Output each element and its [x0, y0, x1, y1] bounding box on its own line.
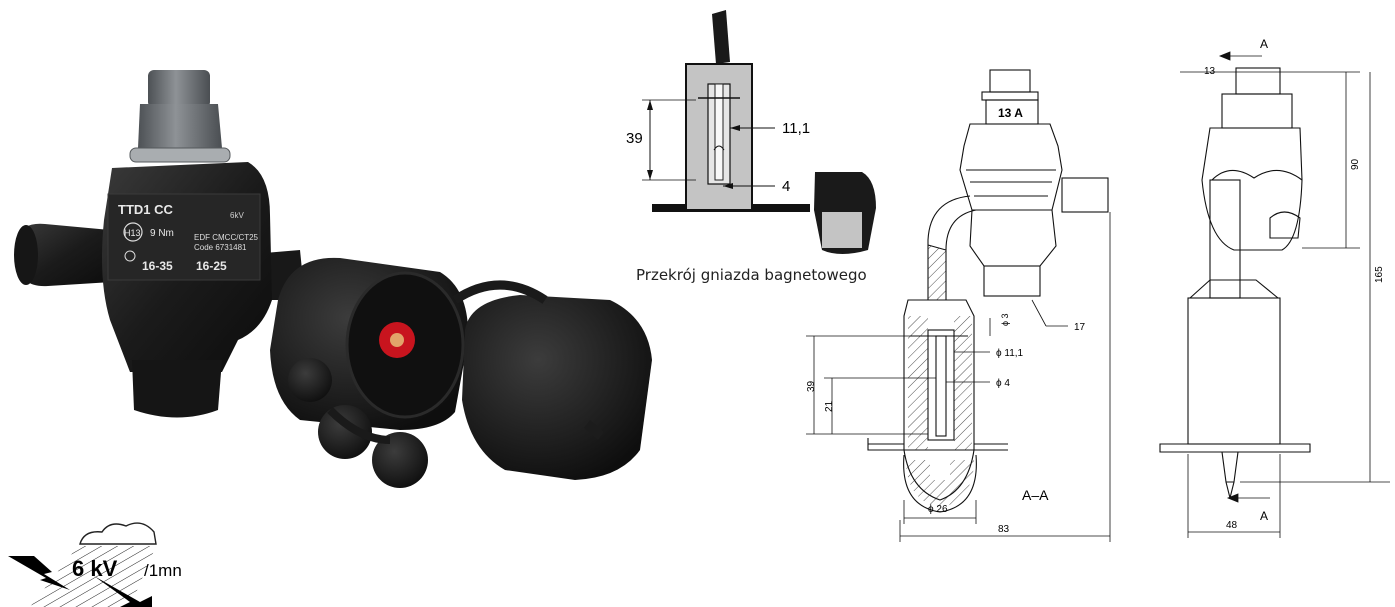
dim-4-label: ϕ 4: [996, 378, 1010, 389]
jaw-lines: [966, 169, 1056, 197]
dim-39-arrow-bot: [647, 170, 653, 180]
socket-hatch-left: [908, 316, 928, 450]
dim-21-label: 21: [824, 400, 835, 412]
lightning-bolt-icon: [8, 556, 70, 590]
dim-48-label: 48: [1226, 520, 1238, 531]
cable-bend-hatch: [927, 244, 947, 301]
section-cap-inner: [822, 212, 862, 248]
branch-port: [1061, 177, 1109, 213]
rain-icon: [30, 546, 156, 607]
seal-cap-2: [318, 405, 372, 459]
section-cable: [712, 10, 730, 64]
side-socket: [1187, 297, 1281, 445]
protective-cap-tab: [584, 420, 604, 440]
body-label: TTD1 CC: [118, 202, 174, 217]
cable-symbol-icon: [124, 250, 136, 262]
dim-39-label: 39: [806, 380, 817, 392]
side-cap-pin: [1225, 481, 1235, 499]
dim-26-label: ϕ 26: [928, 504, 948, 515]
bolt-head: [148, 70, 210, 108]
range-branch: 16-25: [196, 259, 227, 273]
dim-39-arrow-top: [647, 100, 653, 110]
seal-cap-1: [288, 358, 332, 402]
side-socket-top: [1189, 279, 1279, 299]
dim-39-label: 39: [626, 130, 643, 147]
seal-cap-3: [372, 432, 428, 488]
voltage-mark: 6kV: [230, 211, 244, 220]
cap-strap: [327, 407, 391, 444]
bolt-collar: [981, 91, 1039, 101]
range-main: 16-35: [142, 259, 173, 273]
cap-bottom: [903, 454, 977, 513]
dim-165-label: 165: [1374, 266, 1385, 283]
lower-body: [969, 209, 1057, 267]
dim-4-label: 4: [782, 178, 790, 195]
bolt-shank: [138, 104, 222, 148]
base-plate: [652, 204, 810, 212]
arrow-a-bottom-label: A: [1260, 509, 1268, 523]
dim-4-arrow: [723, 183, 733, 189]
cloud-icon: [79, 522, 157, 545]
dim-90-label: 90: [1350, 158, 1361, 170]
side-flange: [1159, 443, 1311, 453]
socket-section-drawing: 39 11,1 4: [626, 10, 876, 254]
dim-17-leader: [1031, 299, 1047, 327]
hex-label: H13: [124, 228, 141, 238]
torque-label: 9 Nm: [150, 228, 174, 239]
badge-unit: /1mn: [144, 561, 182, 580]
edf-line-1: EDF CMCC/CT25: [194, 233, 259, 242]
badge-voltage: 6 kV: [72, 556, 118, 581]
arrow-out-icon: [94, 576, 152, 607]
socket-hatch-right: [954, 316, 972, 450]
socket-pin-hole: [390, 333, 404, 347]
main-cable-stub: [18, 223, 112, 287]
side-view-drawing: A 13 90 165 48 A: [1159, 37, 1390, 538]
side-jaw-bottom: [1269, 211, 1301, 239]
pin-tip-mark: [713, 145, 725, 151]
upper-body: [959, 123, 1063, 211]
arrow-a-bottom-head: [1226, 493, 1239, 503]
side-cap-stem: [1221, 451, 1239, 483]
side-jaw-top: [1211, 169, 1303, 181]
section-label: A–A: [1022, 487, 1049, 503]
cap-hatch: [906, 460, 974, 508]
protective-cap: [462, 295, 652, 480]
dim-11-label: 11,1: [782, 120, 810, 137]
side-upper-body: [1201, 127, 1303, 251]
dim-3-label: ϕ 3: [1000, 313, 1010, 326]
dim-11-label: ϕ 11,1: [996, 348, 1024, 359]
protective-cap-strap: [452, 280, 548, 304]
arrow-a-top-head: [1218, 51, 1231, 61]
body-label-plate: [107, 193, 261, 281]
side-nut: [1221, 93, 1293, 129]
dim-13-label: 13: [1204, 66, 1216, 77]
hex-icon: [123, 222, 143, 242]
voltage-badge: 6 kV /1mn: [8, 522, 182, 607]
dim-17-label: 17: [1074, 322, 1086, 333]
lower-box: [983, 265, 1041, 297]
socket-section-caption: Przekrój gniazda bagnetowego: [636, 266, 867, 284]
product-photo: TTD1 CC H13 9 Nm 6kV EDF CMCC/CT25 Code …: [14, 70, 652, 488]
dim-11-arrow: [730, 125, 740, 131]
section-drawing-aa: 13 A ϕ 3 ϕ 11,1 ϕ 4 17 39 21 ϕ 26 83 A–A: [806, 69, 1111, 542]
dim-83-label: 83: [998, 524, 1010, 535]
main-cable-end: [14, 225, 38, 285]
socket-pin-section: [935, 335, 947, 437]
washer: [129, 147, 231, 163]
socket-inner-bore: [927, 329, 955, 441]
nut-label: 13 A: [998, 106, 1023, 120]
arrow-a-top-label: A: [1260, 37, 1268, 51]
connector-neck: [132, 360, 222, 418]
socket-pin-shape: [714, 83, 724, 181]
bolt-hex: [989, 69, 1031, 93]
edf-line-2: Code 6731481: [194, 243, 247, 252]
